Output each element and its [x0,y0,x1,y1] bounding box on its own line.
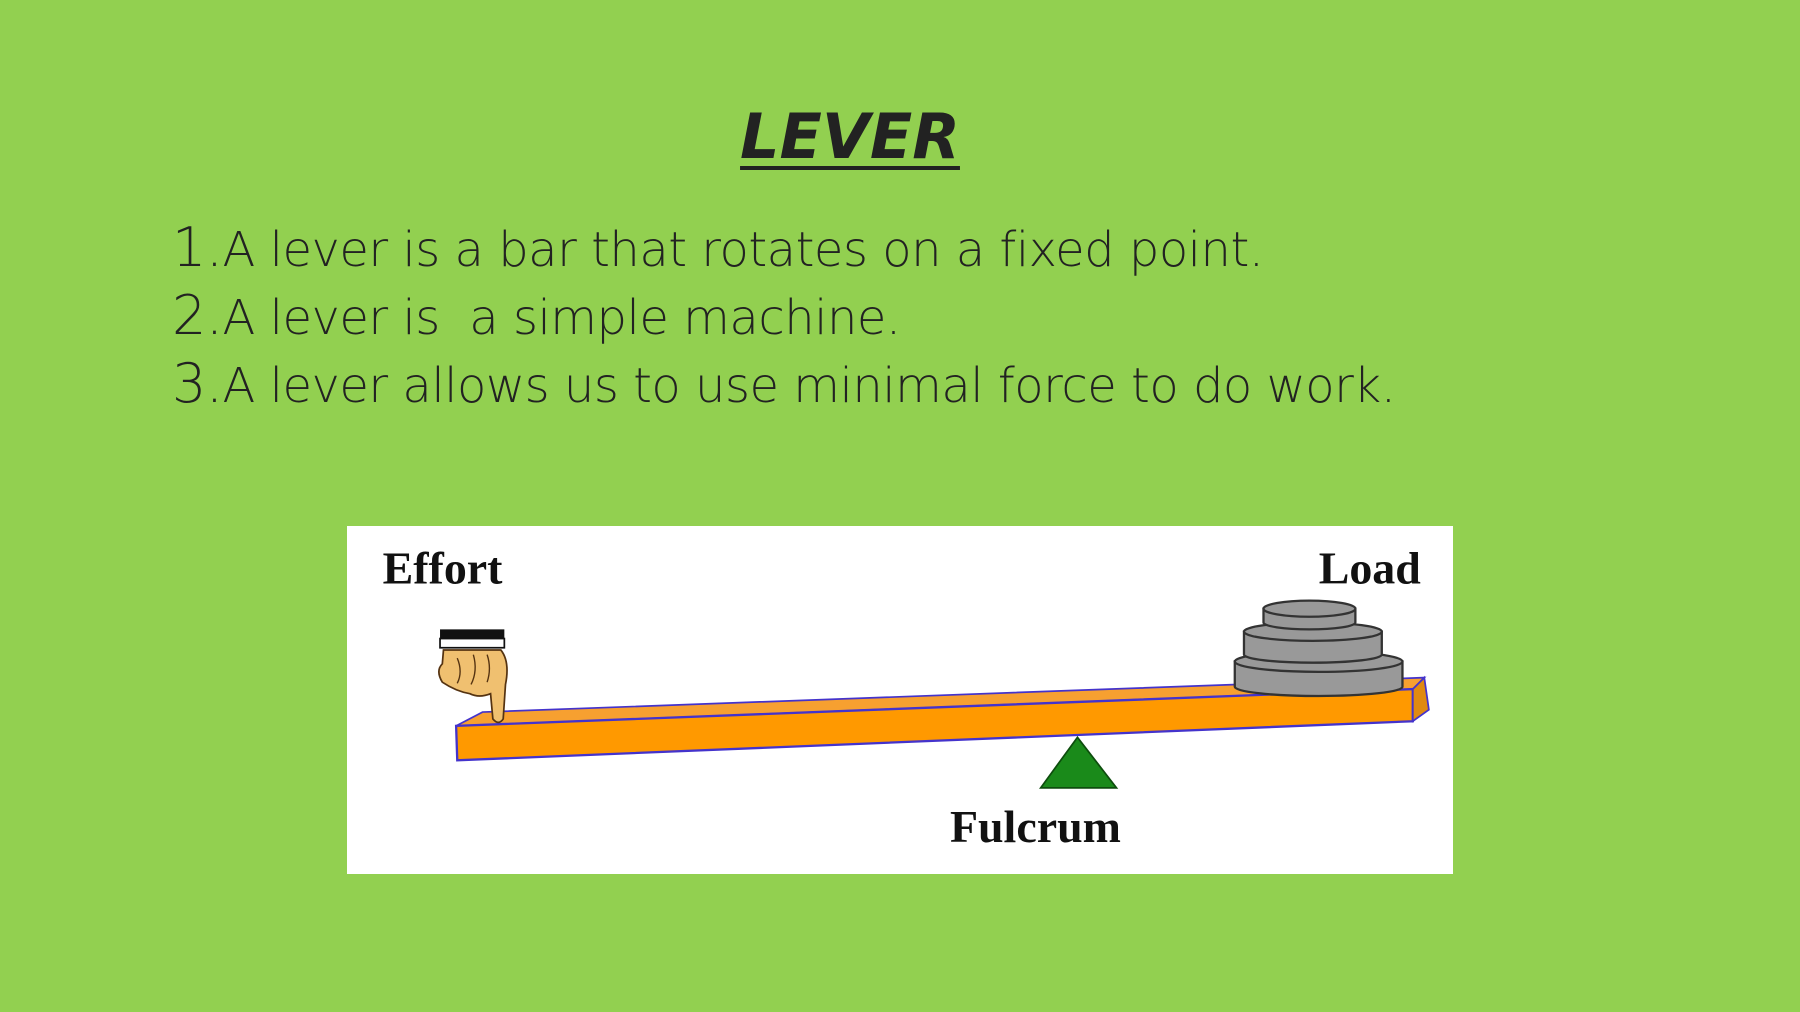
lever-diagram: Effort Load Fulcrum [347,526,1453,874]
list-item: 1.A lever is a bar that rotates on a fix… [172,216,1264,279]
page-title: LEVER [740,100,960,173]
lever-bar [454,675,1430,762]
pointing-hand-icon [438,629,508,724]
load-weight-icon [1233,599,1404,698]
fulcrum-triangle [1038,735,1119,789]
effort-label: Effort [383,542,504,593]
bullet-list: 1.A lever is a bar that rotates on a fix… [172,215,1396,419]
fulcrum-label: Fulcrum [950,801,1121,852]
list-item: 2.A lever is a simple machine. [172,284,901,347]
list-item: 3.A lever allows us to use minimal force… [172,352,1396,415]
load-label: Load [1319,542,1422,593]
